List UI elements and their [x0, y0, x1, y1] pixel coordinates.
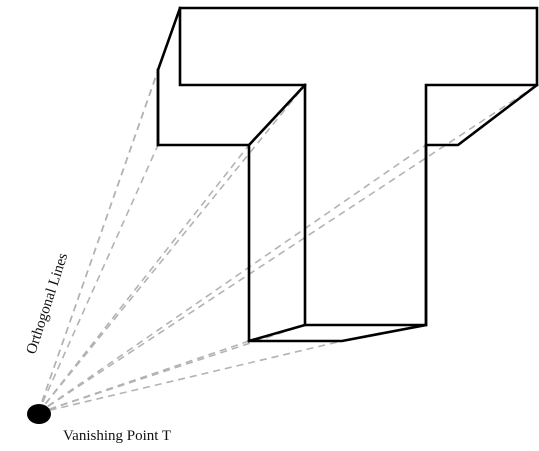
t-back-face: [178, 6, 539, 327]
t-shape: [156, 6, 539, 343]
orthogonal-line: [37, 84, 538, 414]
orthogonal-lines: [37, 7, 538, 414]
t-depth-edge: [247, 323, 307, 343]
orthogonal-line: [37, 144, 250, 414]
vanishing-point-label: Vanishing Point T: [63, 428, 171, 444]
orthogonal-line: [37, 84, 306, 414]
t-front-face: [156, 6, 539, 343]
orthogonal-line: [37, 69, 159, 414]
orthogonal-line: [37, 340, 250, 414]
orthogonal-line: [37, 144, 427, 414]
vanishing-point-dot: [27, 404, 51, 424]
orthogonal-line: [37, 340, 343, 414]
orthogonal-line: [37, 324, 306, 414]
t-depth-edge: [247, 83, 307, 147]
orthogonal-line: [37, 144, 159, 414]
